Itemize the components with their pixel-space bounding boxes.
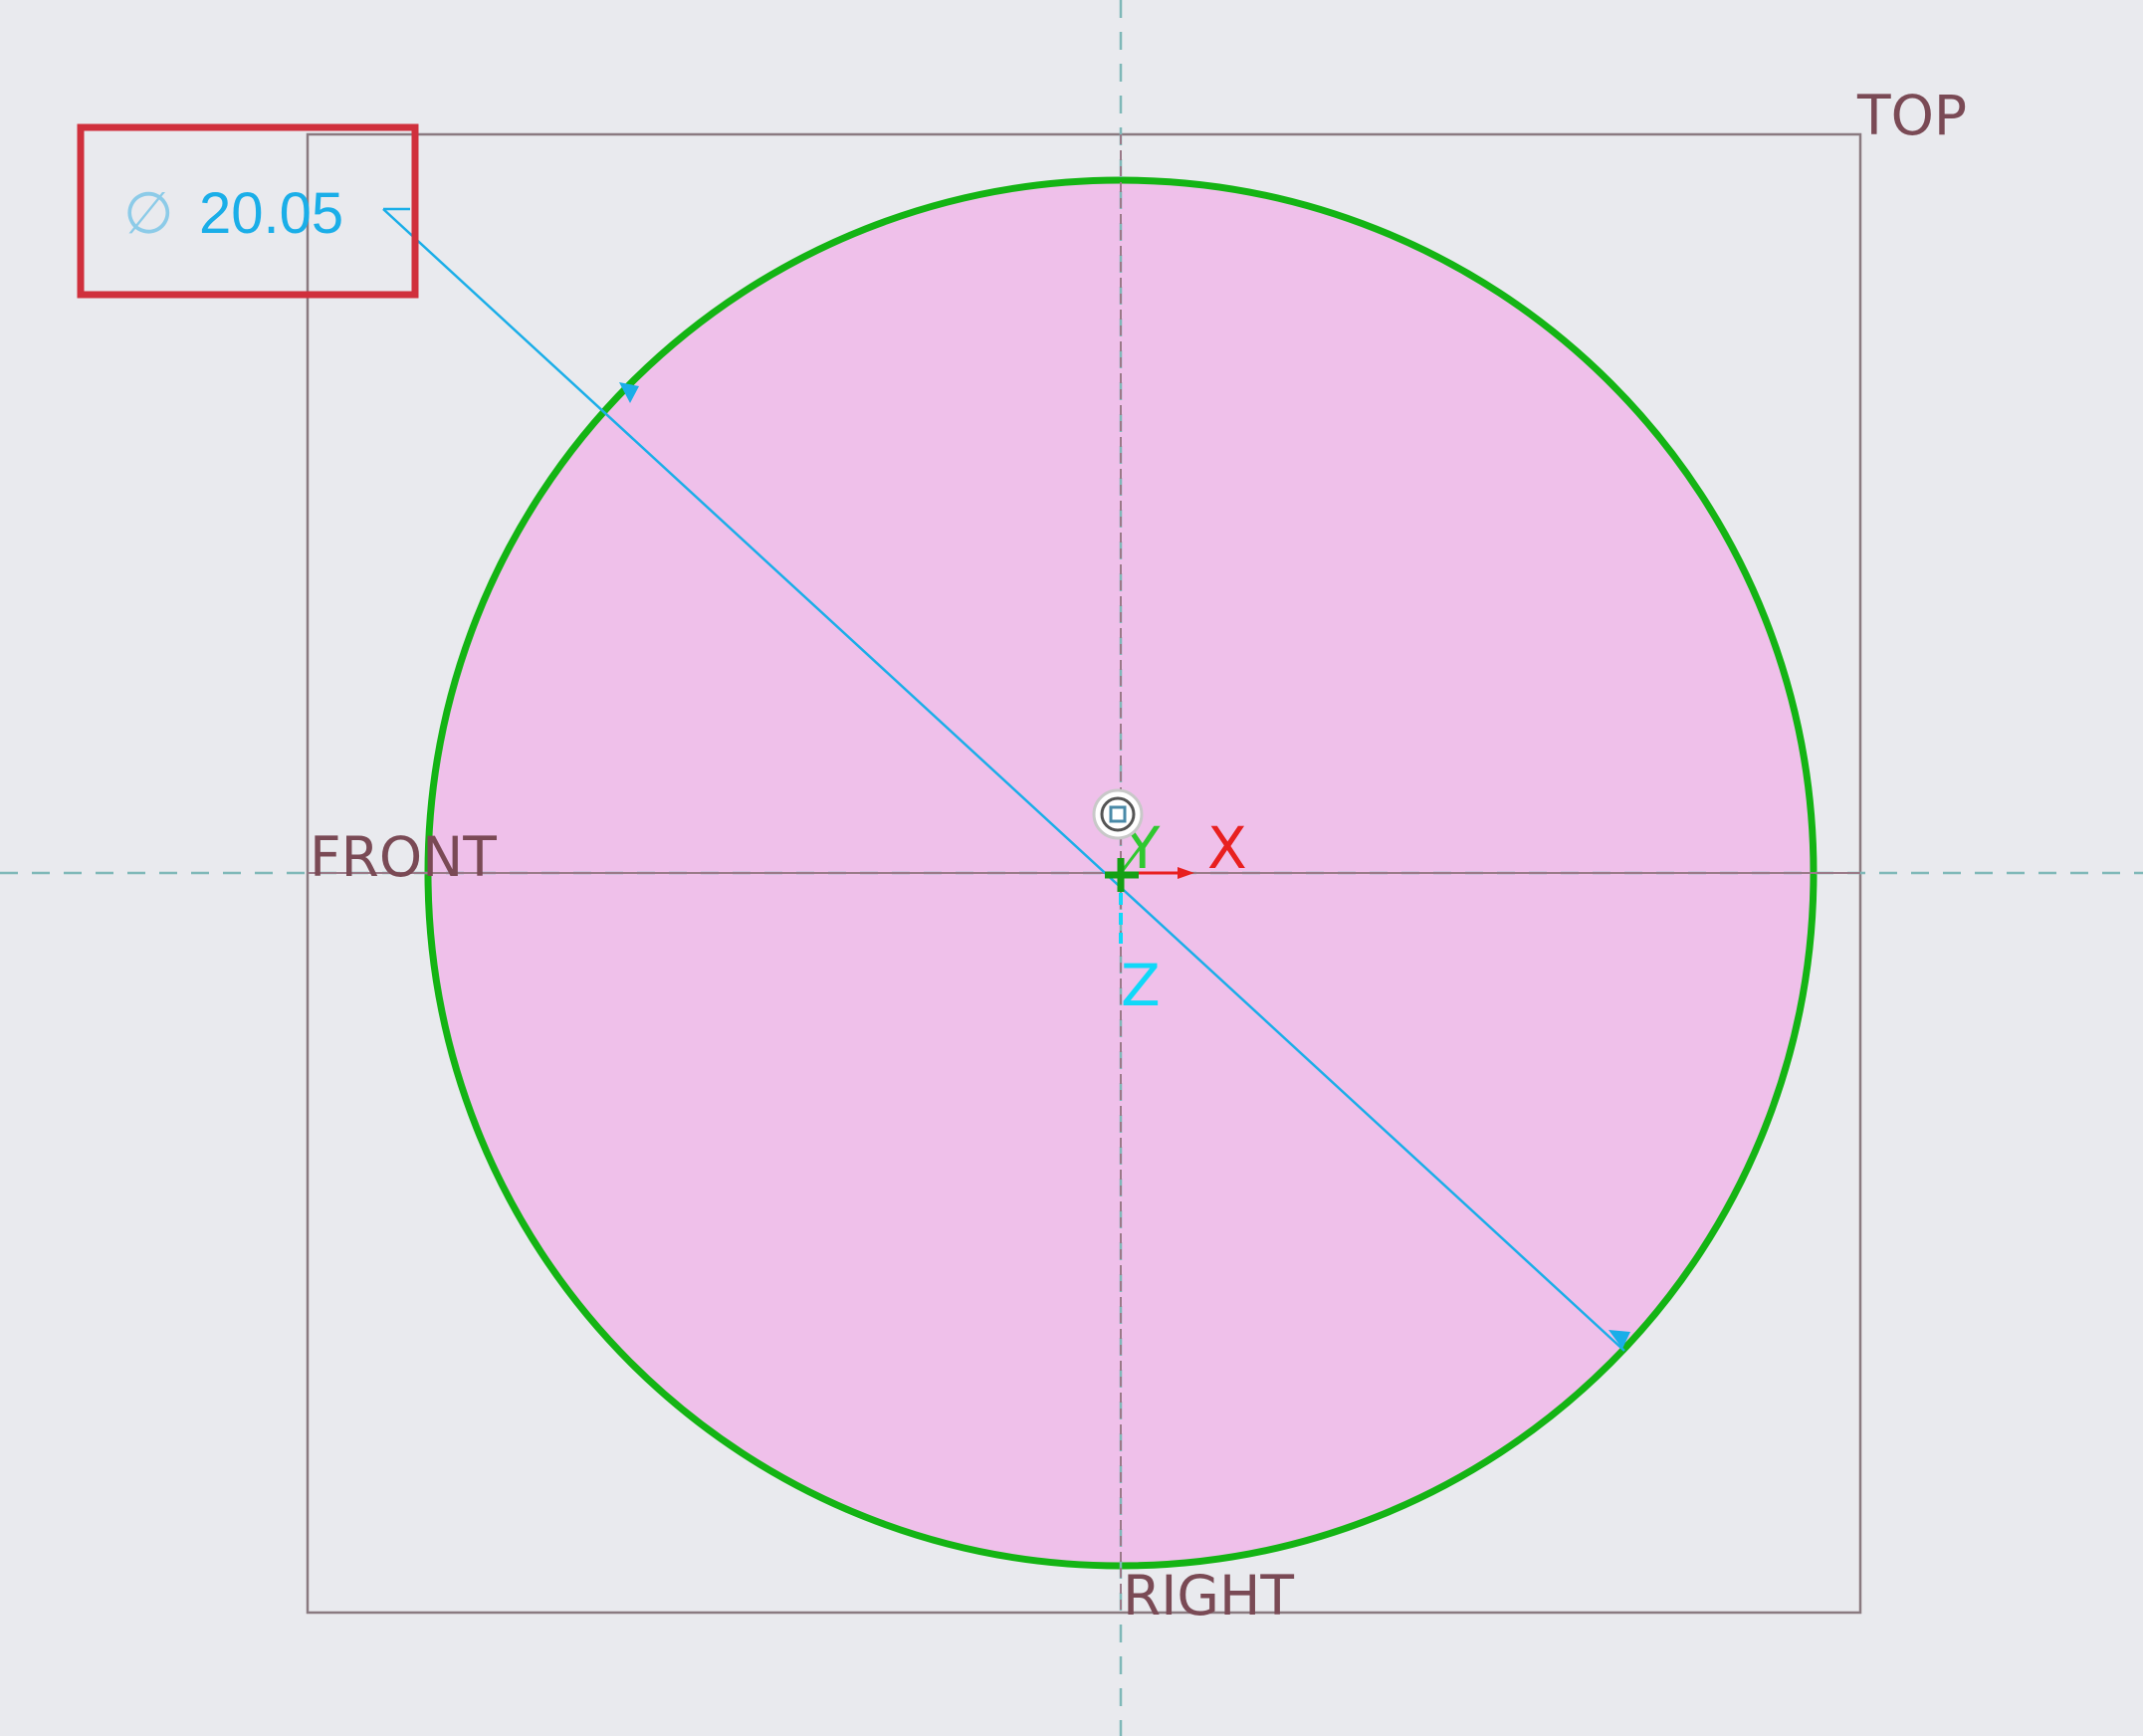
plane-label-front[interactable]: FRONT	[310, 825, 497, 889]
plane-label-right[interactable]: RIGHT	[1123, 1564, 1294, 1628]
dimension-highlight-box	[77, 123, 419, 299]
y-axis-line	[1119, 843, 1145, 874]
dimension-arrowhead-lower	[1608, 1330, 1630, 1349]
axis-label-z: Z	[1121, 952, 1161, 1019]
plane-label-top[interactable]: TOP	[1856, 84, 1967, 147]
crosshair-icon[interactable]	[1105, 858, 1139, 892]
diameter-value[interactable]: 20.05	[199, 181, 343, 246]
x-axis-arrow	[1178, 867, 1194, 879]
diameter-symbol-icon: ∅	[123, 179, 174, 247]
diameter-dimension-line[interactable]	[382, 208, 1625, 1352]
axis-label-x: X	[1207, 814, 1247, 882]
dimension-arrowhead-upper	[619, 382, 639, 403]
target-icon[interactable]	[1092, 788, 1144, 840]
